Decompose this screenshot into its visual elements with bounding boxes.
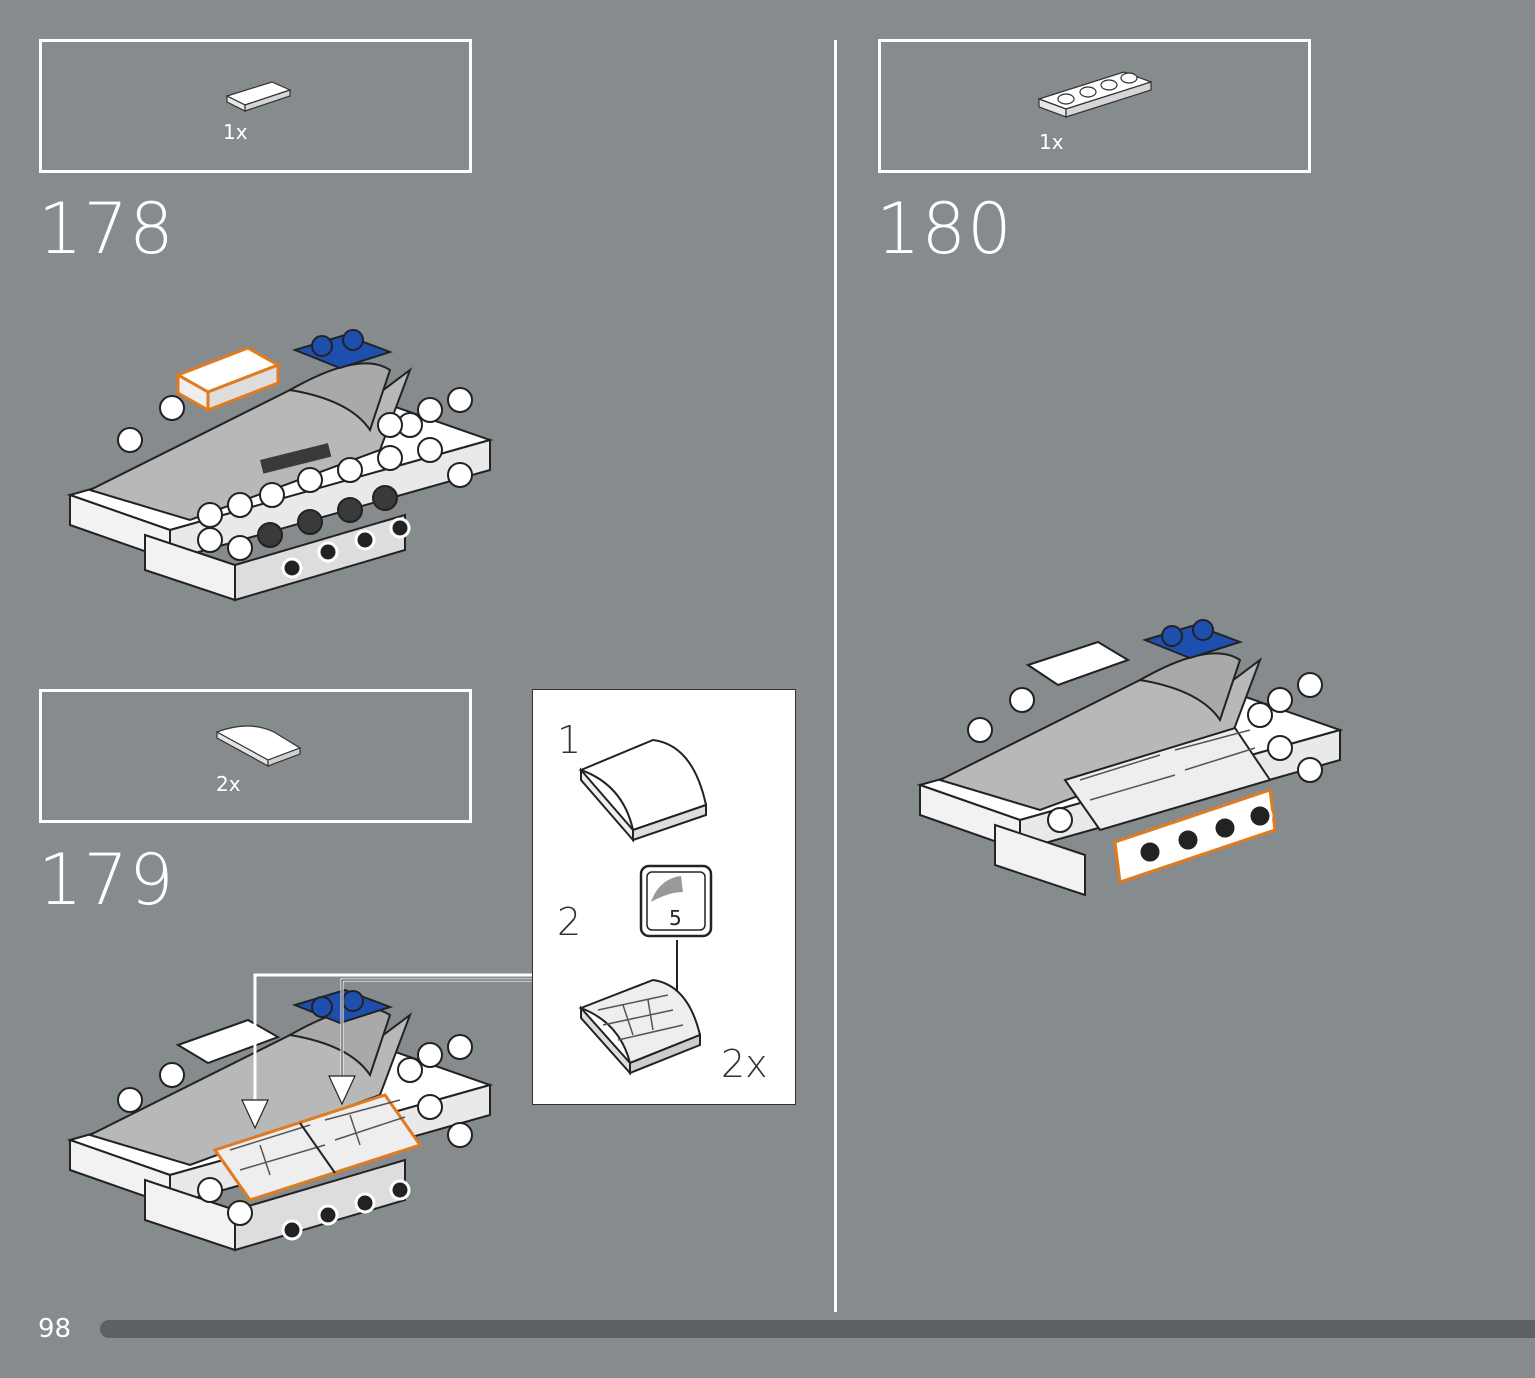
sub-assembly-panel: 1 2 5 2x <box>532 689 796 1105</box>
part-qty-178: 1x <box>223 120 248 144</box>
sub-step-1-label: 1 <box>557 718 582 762</box>
step-number-180: 180 <box>876 188 1013 270</box>
stickered-slope-icon <box>578 978 702 1076</box>
model-illustration-180 <box>916 619 1344 897</box>
sub-step-qty: 2x <box>721 1042 768 1086</box>
part-qty-180: 1x <box>1039 130 1064 154</box>
step-number-179: 179 <box>38 839 175 921</box>
page-number: 98 <box>38 1314 72 1344</box>
step-number-178: 178 <box>38 188 175 270</box>
sticker-sheet-icon <box>639 864 713 938</box>
progress-bar <box>100 1320 1535 1338</box>
sticker-number: 5 <box>669 906 682 930</box>
curved-slope-2x2-icon <box>215 725 302 768</box>
tile-1x2-icon <box>225 81 292 112</box>
parts-callout-178: 1x <box>39 39 472 173</box>
model-illustration-179 <box>66 988 494 1252</box>
parts-callout-180: 1x <box>878 39 1311 173</box>
sub-step-2-label: 2 <box>557 900 582 944</box>
parts-callout-179: 2x <box>39 689 472 823</box>
page-divider <box>834 40 837 1312</box>
plate-1x4-icon <box>1037 71 1153 118</box>
model-illustration-178 <box>66 329 494 602</box>
part-qty-179: 2x <box>216 772 241 796</box>
curved-slope-part-icon <box>578 738 708 843</box>
